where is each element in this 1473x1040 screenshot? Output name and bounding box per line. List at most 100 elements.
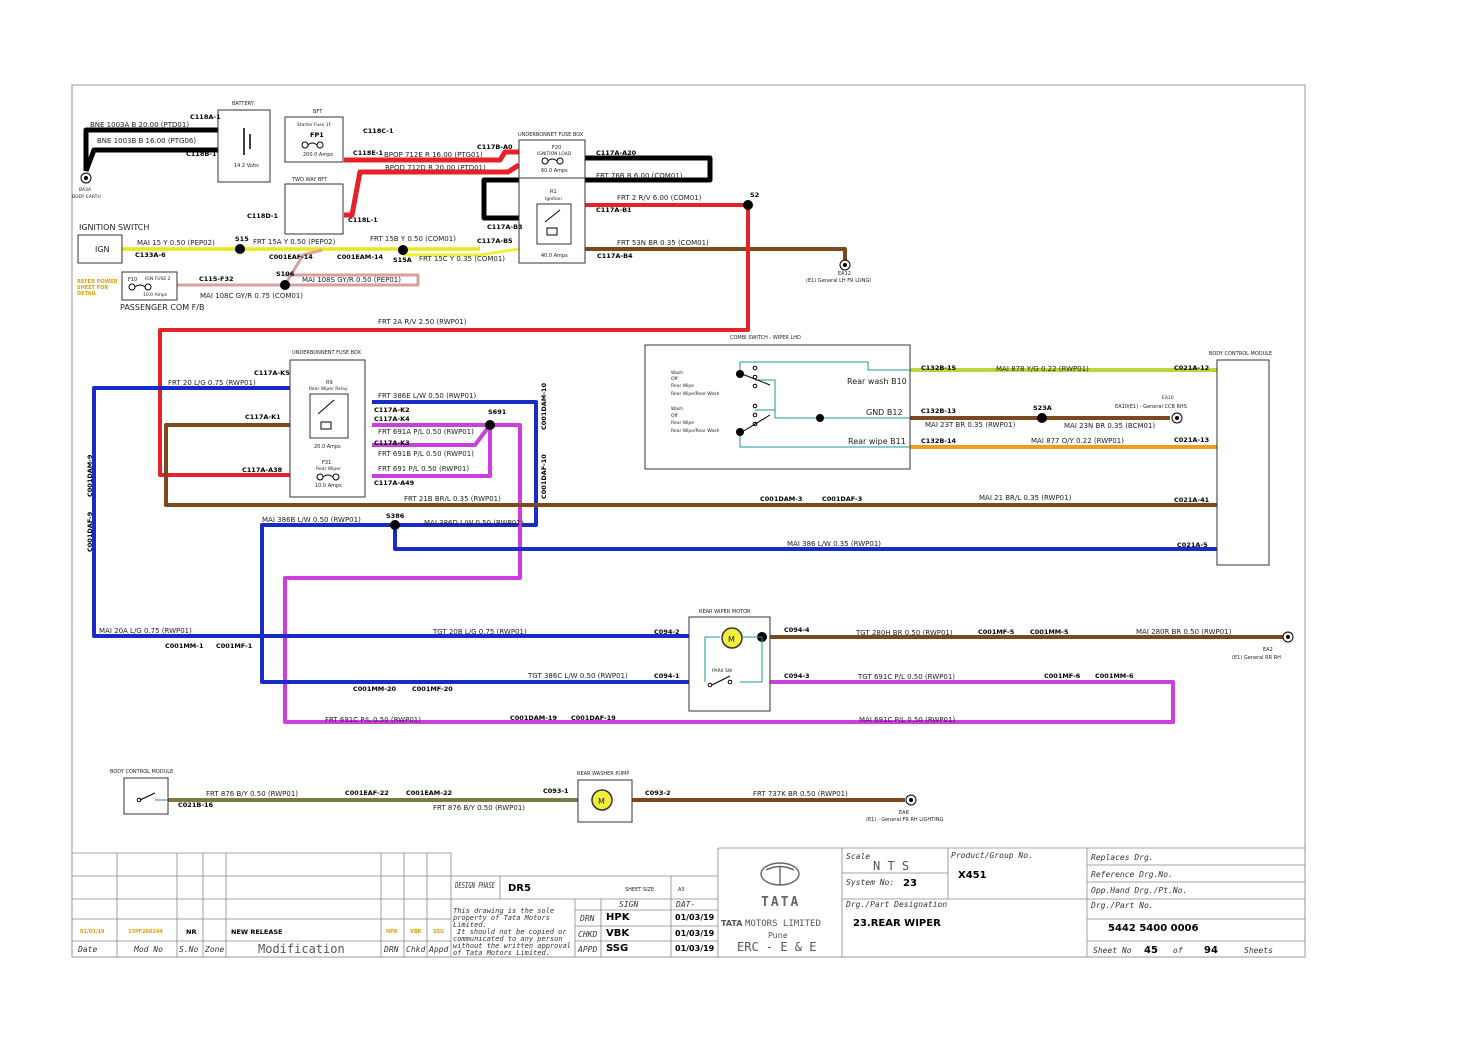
connector-label: C117A-K4 xyxy=(374,415,410,423)
connector-label: S15A xyxy=(393,256,412,264)
wire-label: FRT 15C Y 0.35 (COM01) xyxy=(419,255,505,263)
product-label: Product/Group No. xyxy=(951,851,1033,860)
ignition-switch: IGNITION SWITCH IGN xyxy=(77,223,149,264)
wire-w15 xyxy=(92,386,290,638)
connector-label: C001EAM-22 xyxy=(406,789,452,797)
rev-header: Date xyxy=(77,945,97,954)
notice-line: without the written approval xyxy=(453,942,571,950)
connector-label: C094-1 xyxy=(654,672,680,680)
appd-sign: SSG xyxy=(606,943,628,954)
wire-label: FRT 691A P/L 0.50 (RWP01) xyxy=(378,428,474,436)
combi-state-label: Rear Wipe/Rear Wash xyxy=(671,391,719,397)
wire-label: BNE 1003B B 16.00 (PTG06) xyxy=(97,137,196,145)
ground-ba3a: BA3A BODY EARTH xyxy=(72,172,101,200)
splice-s386 xyxy=(390,520,400,530)
wire-w5 xyxy=(481,155,713,221)
two-way-bft-title: TWO WAY BFT xyxy=(291,177,328,183)
rev-header: Mod No xyxy=(133,945,163,954)
wire-label: FRT 2A R/V 2.50 (RWP01) xyxy=(378,318,467,326)
connector-label: C132B-14 xyxy=(921,437,957,445)
connector-label: C117A-K5 xyxy=(254,369,290,377)
ground-name: BODY EARTH xyxy=(72,194,101,200)
connector-label: C001EAM-14 xyxy=(337,253,383,261)
connector-label: S106 xyxy=(276,270,295,278)
two-way-bft: TWO WAY BFT xyxy=(284,177,344,235)
notice-line: Limited. xyxy=(453,921,487,929)
splice-s2 xyxy=(743,200,753,210)
connector-label: C115-F32 xyxy=(199,275,234,283)
drn-date: 01/03/19 xyxy=(675,913,715,922)
connector-label: C132B-15 xyxy=(921,364,957,372)
wire-w2 xyxy=(83,147,218,172)
bft-title: BFT xyxy=(313,109,323,115)
combi-state-label: Rear Wipe xyxy=(671,383,694,389)
wire-label: FRT 20 L/G 0.75 (RWP01) xyxy=(168,379,256,387)
ground-name: EA10(E1) - General CCB RHS xyxy=(1115,404,1187,410)
ground-name: (E1) General RR RH xyxy=(1232,655,1281,661)
connector-label: C117A-A38 xyxy=(242,466,283,474)
wire-w4 xyxy=(344,162,521,218)
connector-label: C021B-16 xyxy=(178,801,214,809)
wire-w19 xyxy=(372,425,492,478)
wire-label: MAI 878 Y/G 0.22 (RWP01) xyxy=(996,365,1089,373)
wire-label: BPOP 712E R 16.00 (PTG01) xyxy=(384,151,483,159)
wire-label: FRT 53N BR 0.35 (COM01) xyxy=(617,239,709,247)
system-no: 23 xyxy=(903,878,917,889)
ufb-top-relay-name: Ignition xyxy=(545,196,562,202)
company-city: Pune xyxy=(768,931,788,940)
bcm-bottom-title: BODY CONTROL MODULE xyxy=(110,769,173,775)
sheets-label: Sheets xyxy=(1244,946,1273,955)
ground-name: (E1) General LH FR LONGI xyxy=(806,278,871,284)
connector-label: C001DAF-19 xyxy=(571,714,616,722)
wire-label: BNE 1003A B 20.00 (PTD01) xyxy=(90,121,189,129)
wire-label: FRT 76B B 6.00 (COM01) xyxy=(596,172,683,180)
splice-s15a xyxy=(398,245,408,255)
ufb-mid-title: UNDERBONNENT FUSE BOX xyxy=(292,350,362,356)
wire-label: FRT 15A Y 0.50 (PEP02) xyxy=(253,238,336,246)
wire-label: MAI 386D L/W 0.50 (RWP01) xyxy=(424,519,524,527)
connector-label: C094-3 xyxy=(784,672,810,680)
ufb-top-fuse-amps: 60.0 Amps xyxy=(541,168,568,174)
battery-title: BATTERY xyxy=(232,101,255,107)
body-control-module-right: BODY CONTROL MODULE xyxy=(1209,351,1272,566)
ignition-switch-label: IGN xyxy=(95,245,110,254)
wire-w16 xyxy=(372,400,538,527)
connector-label: C117A-B3 xyxy=(487,223,523,231)
wire-label: MAI 691C P/L 0.50 (RWP01) xyxy=(859,716,955,724)
scale-value: N T S xyxy=(873,859,909,873)
wire-w11 xyxy=(585,247,847,262)
wire-label: MAI 21 BR/L 0.35 (RWP01) xyxy=(979,494,1072,502)
ground-id: EA2 xyxy=(1263,647,1273,653)
drawing-frame xyxy=(71,84,1306,958)
bcm-right-title: BODY CONTROL MODULE xyxy=(1209,351,1272,357)
title-block-text: 01/03/19 13PF266144 NR NEW RELEASE HPK V… xyxy=(77,851,1273,957)
connector-label: C117A-K3 xyxy=(374,439,410,447)
connector-label: C001MM-1 xyxy=(165,642,204,650)
connector-label: C021A-13 xyxy=(1174,436,1209,444)
connector-label: C118A-1 xyxy=(190,113,221,121)
connector-label: C001DAM-19 xyxy=(510,714,557,722)
underbonnet-fuse-box-mid: UNDERBONNENT FUSE BOX R9 Rear Wiper Rela… xyxy=(289,350,366,498)
notice-line: property of Tata Motors xyxy=(453,914,550,922)
refer-note-line: DETAIL xyxy=(77,291,97,297)
combi-switch: COMBI SWITCH - WIPER LHD Wash Off Rear W… xyxy=(644,335,911,470)
rev-drn: HPK xyxy=(386,929,399,935)
passenger-fuse-name: IGN FUSE 2 xyxy=(145,276,171,282)
wire-label: FRT 386E L/W 0.50 (RWP01) xyxy=(378,392,476,400)
ufb-top-fuse-name: IGNITION LOAD xyxy=(537,151,572,157)
wiper-motor-symbol: M xyxy=(728,635,735,644)
notice-line: It should not be copied or xyxy=(457,928,567,936)
rev-mod-no: 13PF266144 xyxy=(128,929,163,935)
ground-id: EA12 xyxy=(838,271,851,277)
wire-label: FRT 21B BR/L 0.35 (RWP01) xyxy=(404,495,501,503)
sheets-total: 94 xyxy=(1204,945,1218,956)
rev-sno: NR xyxy=(186,928,196,936)
connector-label: C021A-41 xyxy=(1174,496,1210,504)
rear-washer-pump: REAR WASHER PUMP M xyxy=(577,771,633,823)
connector-label: C118C-1 xyxy=(363,127,394,135)
rev-header: Appd xyxy=(428,945,448,954)
rev-header: S.No xyxy=(179,945,198,954)
replaces-label: Replaces Drg. xyxy=(1091,853,1154,862)
product-no: X451 xyxy=(958,870,987,881)
connector-label: C118E-1 xyxy=(353,149,383,157)
